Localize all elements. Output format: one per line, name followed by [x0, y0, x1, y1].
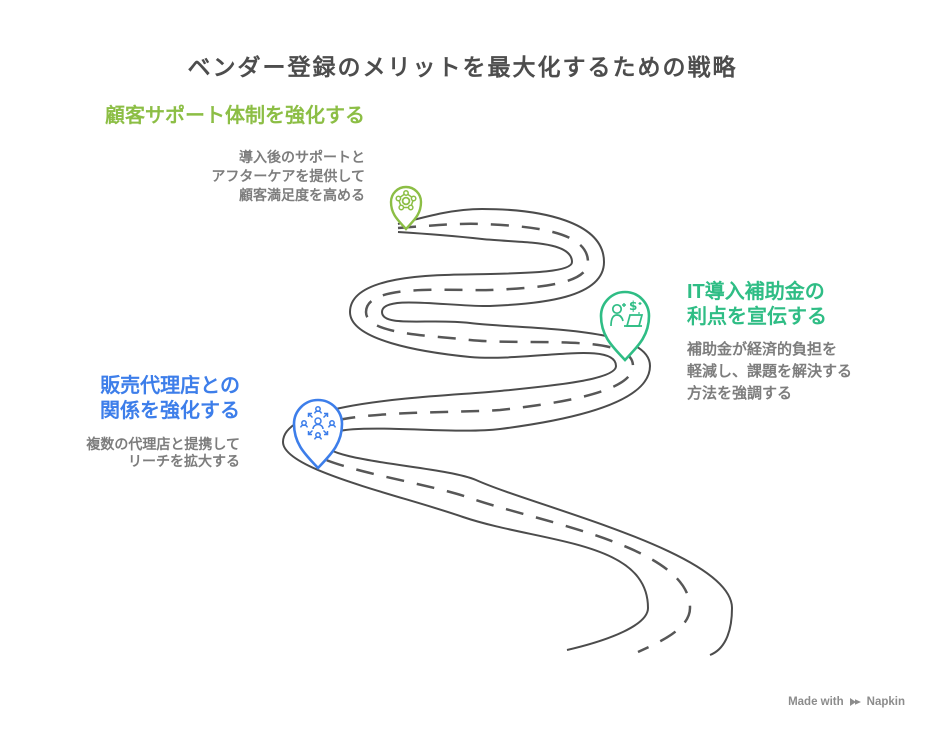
milestone-customer-support: 顧客サポート体制を強化する 導入後のサポートと アフターケアを提供して 顧客満足… — [105, 104, 365, 205]
svg-text:$: $ — [629, 299, 637, 313]
hub-network-icon — [395, 190, 417, 211]
milestone-description: 補助金が経済的負担を 軽減し、課題を解決する 方法を強調する — [687, 339, 852, 405]
milestone-desc-line: 軽減し、課題を解決する — [687, 363, 853, 380]
milestone-sales-agents: 販売代理店との 関係を強化する 複数の代理店と提携して リーチを拡大する — [86, 374, 240, 470]
napkin-watermark[interactable]: Made with Napkin — [788, 696, 905, 708]
person-laptop-dollar-icon: $ — [610, 299, 644, 327]
page-title: ベンダー登録のメリットを最大化するための戦略 — [187, 54, 738, 80]
milestone-it-subsidy: IT導入補助金の 利点を宣伝する 補助金が経済的負担を 軽減し、課題を解決する … — [687, 280, 852, 405]
watermark-made-with: Made with — [788, 696, 844, 708]
milestone-desc-line: アフターケアを提供して — [211, 168, 365, 184]
milestone-desc-line: 補助金が経済的負担を — [687, 341, 838, 358]
milestone-heading: 顧客サポート体制を強化する — [105, 105, 365, 127]
road-edge-inner — [281, 231, 650, 651]
napkin-logo-icon — [849, 698, 861, 706]
milestone-heading: 販売代理店との 関係を強化する — [100, 375, 240, 422]
milestone-desc-line: 方法を強調する — [687, 385, 793, 402]
pin-outline — [292, 398, 344, 470]
milestone-desc-line: 複数の代理店と提携して — [86, 436, 240, 452]
milestone-pin-customer-support — [389, 185, 423, 231]
watermark-brand: Napkin — [866, 696, 905, 708]
milestone-desc-line: 導入後のサポートと — [239, 149, 365, 165]
milestone-description: 導入後のサポートと アフターケアを提供して 顧客満足度を高める — [105, 148, 365, 205]
milestone-description: 複数の代理店と提携して リーチを拡大する — [86, 436, 240, 470]
distribution-network-icon — [299, 406, 337, 440]
road-edge-outer — [321, 207, 734, 656]
milestone-heading: IT導入補助金の 利点を宣伝する — [687, 281, 827, 328]
milestone-desc-line: 顧客満足度を高める — [239, 187, 365, 203]
milestone-pin-sales-agents — [292, 398, 344, 470]
milestone-pin-it-subsidy: $ — [599, 290, 651, 362]
milestone-desc-line: リーチを拡大する — [128, 453, 240, 469]
